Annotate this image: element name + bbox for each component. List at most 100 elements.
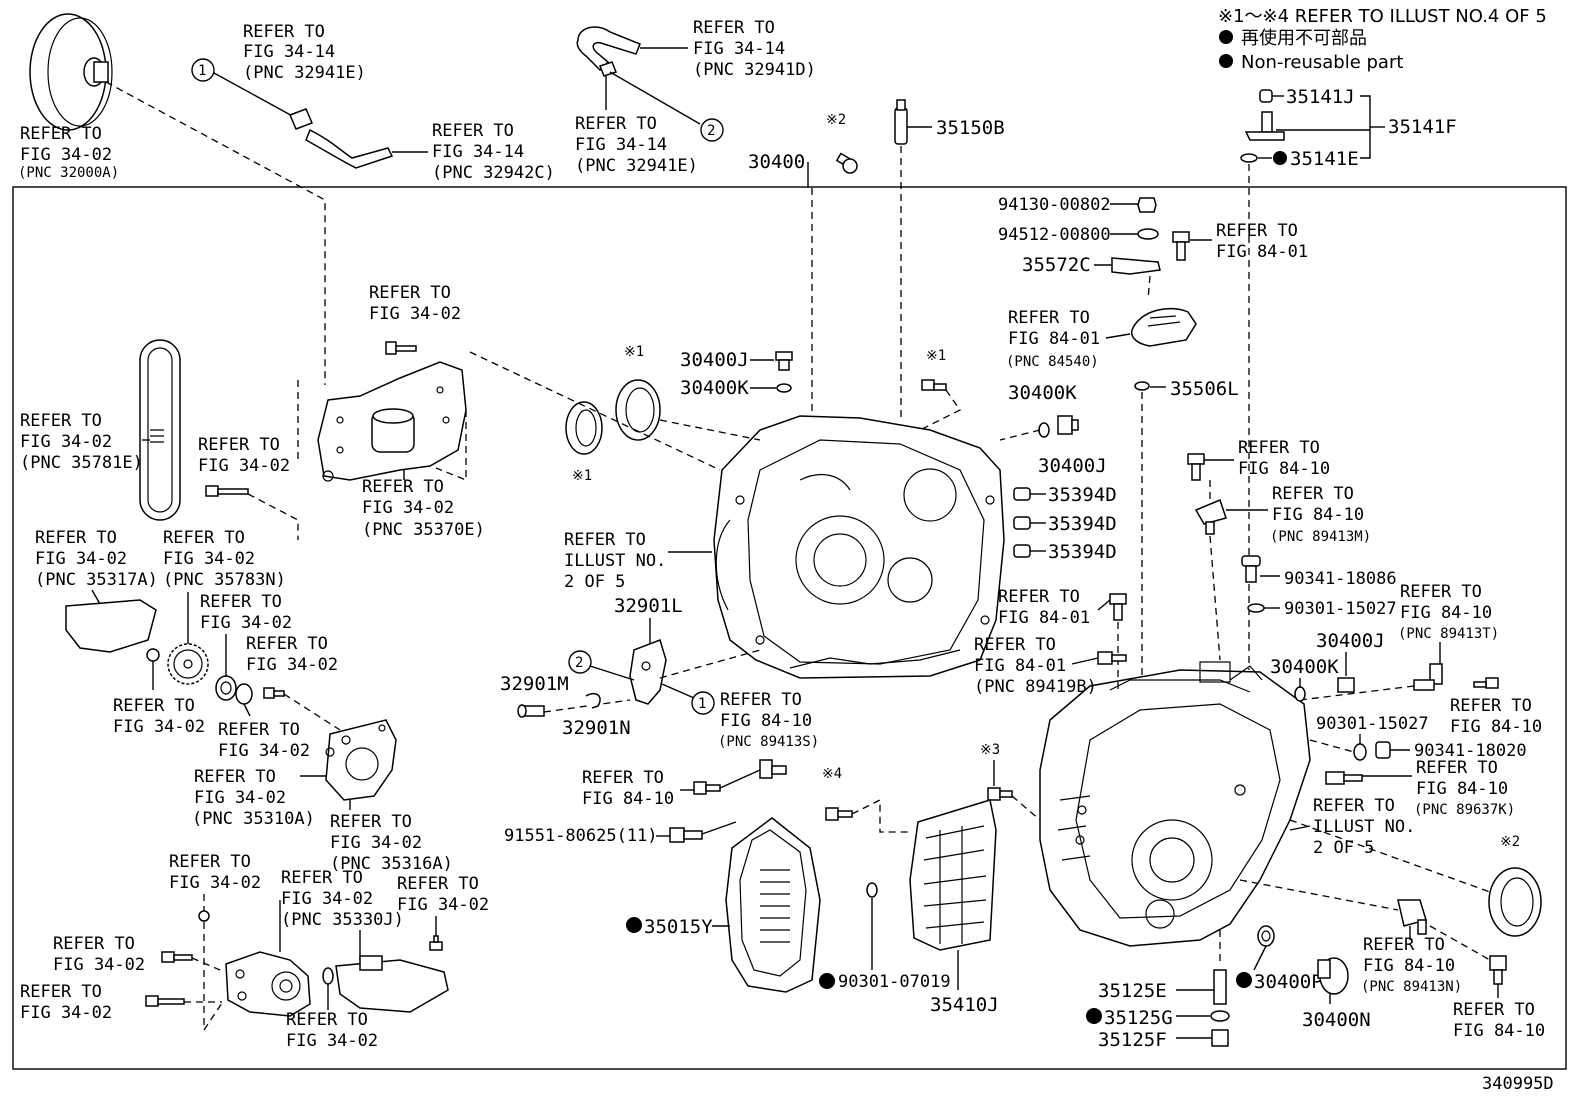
plug-drawing — [1317, 957, 1349, 995]
part-number: 35141J — [1286, 86, 1355, 108]
refer-label: (PNC 35330J) — [281, 910, 404, 930]
snap-ring-drawing — [235, 683, 253, 705]
part-number: 35141F — [1388, 116, 1457, 138]
bolt-drawing — [1187, 453, 1205, 481]
refer-label: FIG 34-02 — [330, 833, 422, 853]
refer-label: REFER TO — [582, 768, 664, 788]
bolt-drawing — [825, 807, 853, 821]
refer-label: REFER TO — [35, 528, 117, 548]
part-number: 35394D — [1048, 484, 1117, 506]
refer-label: REFER TO — [286, 1010, 368, 1030]
refer-label: FIG 34-02 — [20, 432, 112, 452]
part-number: 32901M — [500, 673, 569, 695]
marker-text: ※2 — [1500, 834, 1520, 850]
refer-label: REFER TO — [564, 530, 646, 550]
non-reusable-dot-icon — [819, 973, 835, 989]
cap-drawing — [1013, 487, 1031, 501]
leader-line — [1309, 739, 1355, 753]
shift-sensor-drawing — [1130, 307, 1197, 347]
refer-label: REFER TO — [1453, 1000, 1535, 1020]
refer-label: FIG 34-02 — [369, 304, 461, 324]
leader-line — [999, 429, 1041, 441]
bolt-drawing — [835, 152, 858, 174]
refer-label: FIG 34-02 — [218, 741, 310, 761]
refer-label: REFER TO — [1216, 221, 1298, 241]
part-number: 32901N — [562, 717, 631, 739]
valve-body-drawing — [909, 799, 997, 951]
refer-label: FIG 34-02 — [362, 498, 454, 518]
bolt-drawing — [263, 687, 285, 699]
oil-seal-drawing — [1488, 867, 1542, 937]
gasket-drawing — [1038, 422, 1050, 438]
refer-label: (PNC 89637K) — [1414, 802, 1515, 818]
bolt-drawing — [385, 341, 417, 355]
refer-label: REFER TO — [1450, 696, 1532, 716]
bolt-drawing — [1473, 677, 1499, 689]
part-number: 35572C — [1022, 254, 1091, 276]
refer-label: FIG 84-10 — [1400, 603, 1492, 623]
refer-label: FIG 34-14 — [693, 39, 785, 59]
leader-line — [1239, 879, 1399, 911]
refer-label: FIG 34-02 — [246, 655, 338, 675]
marker-text: 1 — [698, 696, 706, 712]
gasket-drawing — [1353, 743, 1367, 761]
part-number: 30400 — [748, 151, 805, 173]
leader-line — [247, 493, 299, 540]
plug-drawing — [1057, 415, 1079, 435]
bolt-drawing — [1211, 1029, 1229, 1047]
tcm-ecu-drawing — [725, 817, 821, 993]
bolt-drawing — [429, 935, 443, 951]
part-number: 94512-00800 — [998, 225, 1111, 245]
plug-drawing — [1337, 677, 1355, 693]
refer-label: FIG 84-10 — [1453, 1021, 1545, 1041]
refer-label: REFER TO — [243, 22, 325, 42]
non-reusable-dot-icon — [1219, 54, 1233, 68]
chain-cover-drawing — [65, 599, 157, 653]
refer-label: (PNC 35370E) — [362, 520, 485, 540]
refer-label: (PNC 32941E) — [243, 63, 366, 83]
refer-label: FIG 84-01 — [1216, 242, 1308, 262]
non-reusable-dot-icon — [1236, 972, 1252, 988]
refer-label: REFER TO — [998, 587, 1080, 607]
refer-label: REFER TO — [1238, 438, 1320, 458]
refer-label: REFER TO — [1400, 582, 1482, 602]
refer-label: FIG 84-10 — [1272, 505, 1364, 525]
refer-label: FIG 34-02 — [163, 549, 255, 569]
bolt-drawing — [693, 781, 721, 795]
refer-label: FIG 34-02 — [397, 895, 489, 915]
refer-label: (PNC 89419B) — [974, 677, 1097, 697]
pump-body-drawing — [325, 719, 397, 801]
lever-drawing — [1111, 257, 1161, 275]
marker-text: ※4 — [822, 766, 842, 782]
refer-label: REFER TO — [281, 868, 363, 888]
leader-line — [469, 351, 721, 471]
plug-drawing — [775, 351, 793, 371]
part-number: 30400K — [680, 377, 749, 399]
torque-converter-drawing — [29, 13, 113, 131]
marker-text: 2 — [575, 655, 583, 671]
refer-label: FIG 34-02 — [200, 613, 292, 633]
refer-label: (PNC 32941D) — [693, 60, 816, 80]
refer-label: REFER TO — [246, 634, 328, 654]
refer-label: FIG 34-02 — [20, 1003, 112, 1023]
part-number: 30400P — [1254, 971, 1323, 993]
refer-label: REFER TO — [218, 720, 300, 740]
bolt-drawing — [669, 827, 703, 843]
transaxle-assembly-drawing — [1039, 661, 1311, 947]
speed-sensor-drawing — [1413, 663, 1443, 691]
refer-label: FIG 34-02 — [113, 717, 205, 737]
leader-line — [851, 798, 910, 833]
bolt-drawing — [1109, 593, 1127, 621]
drain-plug-drawing — [1375, 741, 1391, 759]
marker-text: 2 — [707, 123, 715, 139]
washer-drawing — [1137, 228, 1159, 240]
refer-label: REFER TO — [113, 696, 195, 716]
marker-text: ※1 — [926, 348, 946, 364]
note-japanese: 再使用不可部品 — [1241, 28, 1367, 49]
sensor-drawing — [1097, 651, 1127, 665]
part-number: 90301-15027 — [1316, 714, 1429, 734]
refer-label: FIG 84-10 — [1450, 717, 1542, 737]
marker-text: ※3 — [980, 742, 1000, 758]
refer-label: (PNC 89413N) — [1361, 979, 1462, 995]
